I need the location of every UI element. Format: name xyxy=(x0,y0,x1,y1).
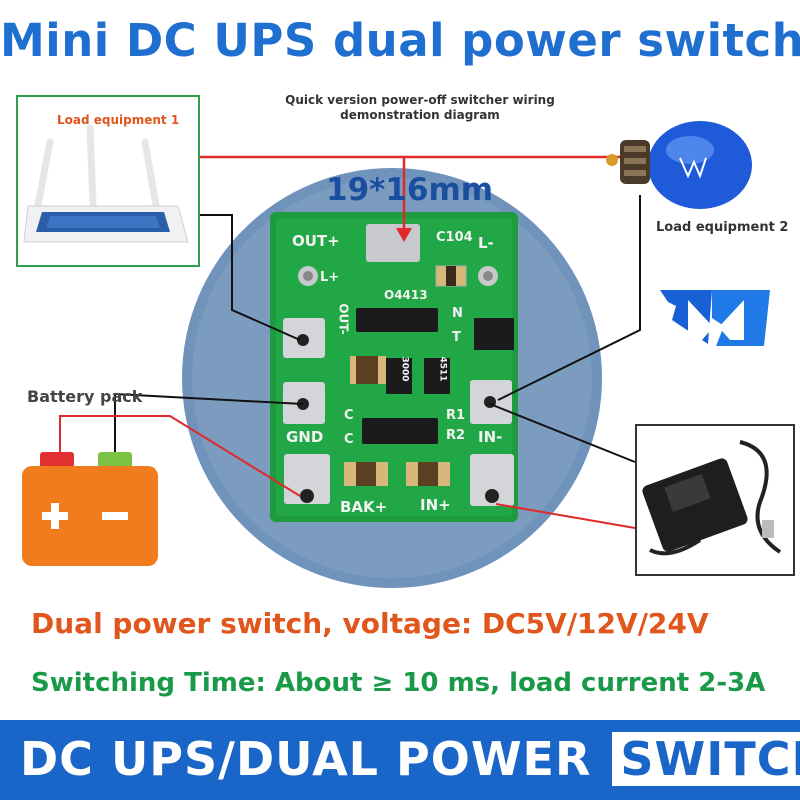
pcb-label-res1: 3000 xyxy=(399,356,410,382)
switching-spec: Switching Time: About ≥ 10 ms, load curr… xyxy=(31,668,766,698)
diagram-subtitle: Quick version power-off switcher wiring … xyxy=(285,93,555,122)
wire-adapter-red xyxy=(495,503,636,529)
page-title: Mini DC UPS dual power switch xyxy=(0,14,800,67)
pcb-label-c1: C xyxy=(344,408,354,423)
pad-in-plus xyxy=(470,454,514,506)
pcb-label-out-plus: OUT+ xyxy=(292,232,340,250)
pcb-label-in-minus: IN- xyxy=(478,428,503,446)
pcb-label-out-minus: OUT- xyxy=(336,303,351,335)
light-bulb-icon xyxy=(606,121,752,209)
pcb-label-res2: 4511 xyxy=(437,356,448,382)
pad-bak-plus xyxy=(284,454,330,504)
router-icon xyxy=(23,124,189,243)
pcb-label-c2: C xyxy=(344,432,354,447)
pcb-board xyxy=(270,212,518,522)
pad-out-plus xyxy=(366,224,420,262)
wire-battery-red xyxy=(59,415,301,497)
wire-adapter-black xyxy=(489,403,636,463)
banner-text-main: DC UPS/DUAL POWER xyxy=(20,732,609,786)
power-adapter-icon xyxy=(642,440,782,556)
pcb-label-bak-plus: BAK+ xyxy=(340,498,388,516)
ic-chip xyxy=(356,308,438,332)
pcb-label-r2: R2 xyxy=(446,428,466,443)
pcb-label-t: T xyxy=(452,330,461,345)
brand-logo xyxy=(660,290,770,346)
board-dimensions: 19*16mm xyxy=(326,172,494,208)
pcb-label-n: N xyxy=(452,306,463,321)
voltage-spec: Dual power switch, voltage: DC5V/12V/24V xyxy=(31,607,709,640)
pcb-label-l-minus: L- xyxy=(478,234,494,252)
banner-text: DC UPS/DUAL POWER SWITCH xyxy=(20,732,800,786)
pcb-label-l-plus: L+ xyxy=(320,270,340,285)
pcb-label-c104: C104 xyxy=(436,230,473,245)
wiring-diagram xyxy=(16,95,795,588)
pcb-label-gnd: GND xyxy=(286,428,324,446)
wire-battery-black xyxy=(114,392,304,458)
load-equipment-1-label: Load equipment 1 xyxy=(57,113,180,127)
battery-icon xyxy=(22,452,158,566)
pcb-label-r1: R1 xyxy=(446,408,466,423)
pcb-label-in-plus: IN+ xyxy=(420,496,451,514)
wire-load2-black xyxy=(497,195,641,401)
load-equipment-2-label: Load equipment 2 xyxy=(656,220,789,235)
wire-load1-black xyxy=(200,214,301,341)
banner-text-highlight: SWITCH xyxy=(612,732,800,786)
pcb-label-ic: O4413 xyxy=(384,288,428,302)
battery-pack-label: Battery pack xyxy=(27,387,143,406)
